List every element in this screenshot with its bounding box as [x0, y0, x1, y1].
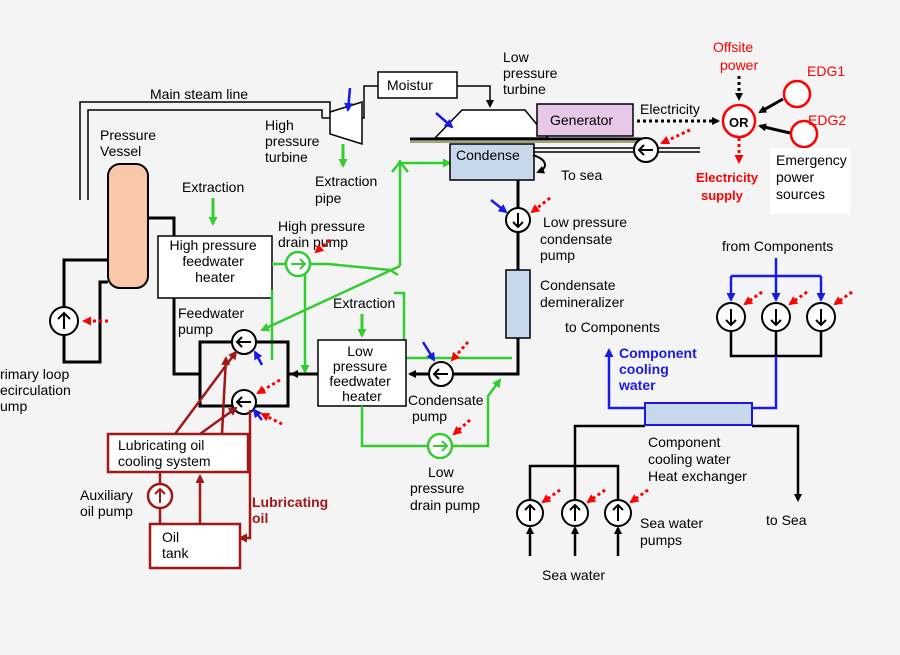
component-cooling-water-label: Component cooling water [618, 345, 701, 393]
component-supply-lines [726, 258, 826, 302]
lubricating-oil-cooling-label: Lubricating oil cooling system [118, 437, 211, 469]
lube-oil-lines [158, 350, 252, 543]
ccw-pump-signals [743, 290, 853, 306]
moisture-label: Moistur [387, 77, 433, 93]
feedwater-pump-label: Feedwater pump [178, 305, 248, 337]
cooling-pump-signal [660, 128, 691, 145]
lp-drain-pump-glyph [433, 440, 449, 452]
cooling-water-pipe [533, 147, 700, 153]
lubricating-oil-label: Lubricating oil [252, 494, 332, 526]
extraction-pipe-label: Extraction pipe [315, 173, 381, 206]
pressure-vessel [107, 163, 149, 289]
edg1-label: EDG1 [807, 63, 845, 79]
emergency-power-bg [770, 148, 850, 214]
feedwater-pump-2-blue-arrow [252, 408, 263, 421]
extraction-mid-label: Extraction [333, 295, 395, 311]
extraction-top-label: Extraction [182, 179, 244, 195]
ccw-heat-exchanger [644, 402, 753, 426]
main-steam-line-label: Main steam line [150, 86, 248, 102]
condenser [449, 143, 535, 181]
oil-tank-label: Oil tank [162, 529, 189, 561]
high-pressure-turbine [329, 100, 363, 146]
emergency-power-label: Emergency power sources [776, 152, 851, 202]
from-components-label: from Components [722, 238, 833, 254]
lp-condensate-blue-arrow [490, 199, 508, 214]
lp-condensate-signal [530, 196, 551, 214]
sea-water-pump-signals [541, 488, 649, 504]
hp-turbine-blue-arrow [344, 87, 354, 112]
auxiliary-oil-pump-glyph [154, 487, 166, 503]
electricity-supply-label: Electricity supply [696, 170, 762, 203]
to-sea-bottom-label: to Sea [766, 512, 807, 528]
main-steam-line [79, 101, 331, 200]
electricity-label: Electricity [640, 101, 700, 117]
generator [536, 103, 634, 137]
recirculation-loop [62, 258, 108, 364]
pressure-vessel-label: Pressure Vessel [100, 127, 160, 159]
condensate-line [408, 338, 520, 378]
ccw-pump-outlet [729, 332, 823, 358]
condensate-demineralizer-label: Condensate demineralizer [540, 277, 624, 310]
oil-tank [148, 522, 242, 570]
lp-drain-lines [360, 378, 502, 448]
recirculation-pump-glyph [57, 311, 71, 329]
primary-loop-label: rimary loop ecirculation ump [0, 366, 75, 414]
edg1-arrow [758, 97, 784, 114]
lp-condensate-pump-glyph [512, 213, 524, 229]
condensate-pump-blue-arrow [421, 341, 436, 362]
feedwater-pump-1-blue-arrow [253, 350, 264, 366]
component-cooling-loop [604, 348, 778, 410]
condenser-outlet [532, 154, 546, 174]
to-components-label: to Components [565, 319, 660, 335]
condensate-pump-signal [450, 341, 470, 362]
feedwater-pump-1-glyph [235, 336, 251, 348]
condenser-label: Condense [456, 147, 520, 163]
edg2-arrow [758, 123, 791, 135]
sea-water-lines [528, 424, 802, 502]
green-feed-lines [260, 158, 512, 360]
edg2-node [789, 119, 819, 149]
sea-water-label: Sea water [542, 567, 605, 583]
hp-feedwater-heater-label: High pressure feedwater heater [169, 237, 260, 285]
hp-feedwater-heater [157, 235, 273, 299]
sea-water-pumps [516, 499, 632, 527]
or-label: OR [729, 115, 749, 130]
hp-drain-pump-label: High pressure drain pump [278, 218, 369, 250]
lp-drain-pump-signal [452, 418, 471, 436]
feedwater-pump-2-signal [256, 378, 281, 395]
feedwater-pump-2-glyph [235, 396, 251, 408]
lubricating-oil-cooling-system [106, 432, 250, 474]
generator-label: Generator [550, 112, 613, 128]
cooling-water-pump-glyph [637, 144, 653, 156]
feedwater-pump-2b-signal [260, 412, 283, 426]
low-pressure-turbine-label: Low pressure turbine [503, 49, 561, 97]
moisture-separator-box [377, 71, 458, 99]
to-sea-top-label: To sea [561, 167, 602, 183]
auxiliary-oil-pump-label: Auxiliary oil pump [80, 487, 137, 519]
hp-drain-pump-glyph [291, 258, 307, 270]
lp-drain-pump-label: Low pressure drain pump [410, 464, 480, 513]
lp-feedwater-heater-label: Low pressure feedwater heater [329, 343, 394, 404]
sea-water-intake [526, 526, 622, 556]
offsite-power-label: Offsite power [713, 39, 758, 73]
or-node [721, 103, 757, 139]
edg1-node [782, 79, 812, 109]
condensate-pump-glyph [432, 368, 448, 380]
low-pressure-turbine [433, 109, 550, 139]
sea-water-pumps-label: Sea water pumps [640, 515, 707, 548]
lp-turbine-blue-arrow [435, 112, 454, 129]
condensate-pump-label: Condensate pump [408, 392, 487, 424]
high-pressure-turbine-label: High pressure turbine [265, 117, 323, 165]
edg2-label: EDG2 [808, 112, 846, 128]
condensate-demineralizer [505, 269, 531, 339]
lp-condensate-pump-label: Low pressure condensate pump [540, 214, 631, 263]
ccw-heat-exchanger-label: Component cooling water Heat exchanger [648, 434, 747, 484]
ccw-pumps [716, 302, 836, 332]
